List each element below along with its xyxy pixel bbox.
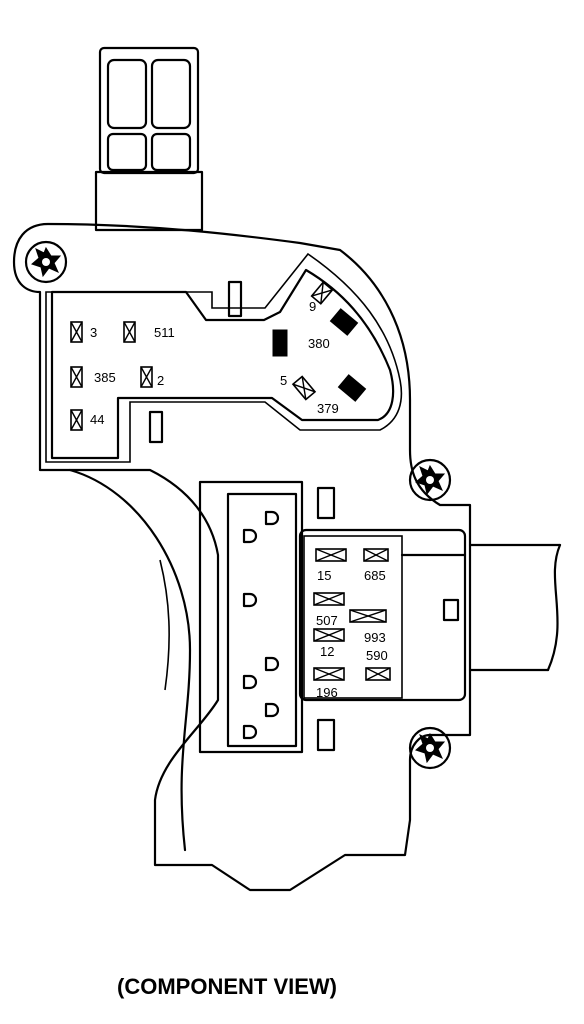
terminal-label-385: 385 <box>94 370 116 385</box>
left-screw-icon <box>24 240 68 284</box>
terminal-label-685: 685 <box>364 568 386 583</box>
terminal-label-380: 380 <box>308 336 330 351</box>
steering-column-shaft <box>468 543 562 672</box>
connector-tab-top <box>316 486 336 520</box>
terminal-pins-connector <box>313 548 391 681</box>
terminal-label-590: 590 <box>366 648 388 663</box>
terminal-label-993: 993 <box>364 630 386 645</box>
connector-cavities <box>242 510 280 740</box>
connector-tab-bottom <box>316 718 336 752</box>
terminal-label-196: 196 <box>316 685 338 700</box>
top-connector-plug <box>94 46 204 232</box>
upper-tab <box>227 280 243 318</box>
housing-sweep-arc <box>68 468 192 852</box>
terminal-label-507: 507 <box>316 613 338 628</box>
terminal-label-2: 2 <box>157 373 164 388</box>
right-upper-screw-icon <box>408 458 452 502</box>
housing-curve <box>159 559 170 691</box>
housing-inner-outline <box>45 252 403 463</box>
terminal-label-379: 379 <box>317 401 339 416</box>
diagram-caption: (COMPONENT VIEW) <box>117 974 337 999</box>
terminal-label-15: 15 <box>317 568 331 583</box>
terminal-pins-left-group <box>70 321 153 431</box>
right-lower-screw-icon <box>408 726 452 770</box>
lower-tab <box>148 410 164 444</box>
terminal-label-44: 44 <box>90 412 104 427</box>
switch-housing-outline <box>12 222 472 892</box>
terminal-label-3: 3 <box>90 325 97 340</box>
terminal-label-12: 12 <box>320 644 334 659</box>
terminal-label-511: 511 <box>154 325 175 340</box>
terminal-pins-right-group <box>272 281 367 402</box>
left-terminal-pocket <box>50 268 395 460</box>
connector-body <box>198 480 467 754</box>
terminal-label-9: 9 <box>309 299 316 314</box>
terminal-label-5: 5 <box>280 373 287 388</box>
